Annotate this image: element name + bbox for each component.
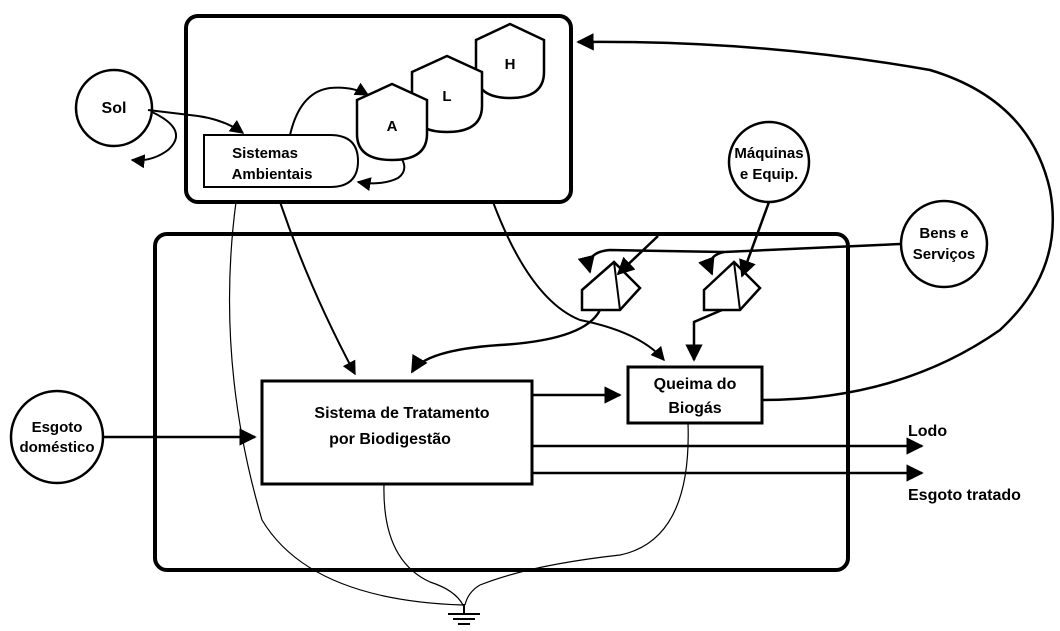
interaction-right — [702, 260, 762, 312]
heat-sink-icon — [448, 604, 480, 625]
bens-line2: Serviços — [913, 246, 976, 263]
queima-line2: Biogás — [668, 400, 721, 417]
esgoto-line2: doméstico — [19, 439, 94, 456]
ambientais-line1: Sistemas — [232, 145, 298, 162]
storage-l-label: L — [442, 88, 451, 105]
esgoto-tratado-label: Esgoto tratado — [908, 487, 1021, 504]
tratamento-line1: Sistema de Tratamento — [314, 405, 489, 422]
tratamento-line2: por Biodigestão — [329, 431, 451, 448]
system-frame — [153, 232, 850, 572]
flow-bens-line — [723, 242, 901, 254]
maquinas-line2: e Equip. — [740, 166, 798, 183]
flow-interaction-to-tratamento — [410, 309, 602, 374]
sistemas-ambientais-box: Sistemas Ambientais — [203, 134, 360, 188]
storage-h: H — [474, 22, 546, 100]
queima-line1: Queima do — [654, 376, 737, 393]
sol-label: Sol — [102, 100, 127, 117]
tratamento-box: Sistema de Tratamento por Biodigestão — [260, 379, 534, 486]
esgoto-source: Esgoto doméstico — [9, 389, 105, 485]
flow-ambientais-to-a — [289, 82, 370, 136]
bens-source: Bens e Serviços — [899, 199, 989, 289]
flow-maquinas-to-right — [739, 201, 771, 278]
flow-bens-to-right — [698, 250, 725, 276]
flow-sol-reflected — [130, 111, 178, 169]
sink-from-tratamento — [383, 483, 464, 606]
flow-ambientais-to-tratamento — [279, 201, 356, 376]
environment-frame — [184, 14, 573, 204]
bens-line1: Bens e — [919, 225, 968, 242]
flow-maquinas-to-left — [616, 235, 659, 276]
storage-h-label: H — [505, 56, 516, 73]
flow-sol-to-ambientais — [147, 109, 245, 134]
sink-from-queima — [464, 422, 689, 606]
lodo-label: Lodo — [908, 423, 947, 440]
maquinas-line1: Máquinas — [734, 145, 803, 162]
flow-ambientais-to-queima — [492, 201, 665, 362]
storage-a: A — [355, 82, 429, 162]
flow-interaction-to-queima — [685, 308, 723, 362]
flow-bens-to-left — [577, 248, 725, 274]
flow-queima-feedback — [576, 33, 1054, 402]
sink-from-ambientais — [228, 201, 464, 606]
sol-source: Sol — [74, 68, 154, 148]
queima-box: Queima do Biogás — [626, 365, 764, 425]
esgoto-line1: Esgoto — [32, 419, 83, 436]
ambientais-line2: Ambientais — [232, 166, 313, 183]
maquinas-source: Máquinas e Equip. — [727, 120, 811, 204]
storage-a-label: A — [387, 118, 398, 135]
interaction-left — [580, 260, 642, 312]
